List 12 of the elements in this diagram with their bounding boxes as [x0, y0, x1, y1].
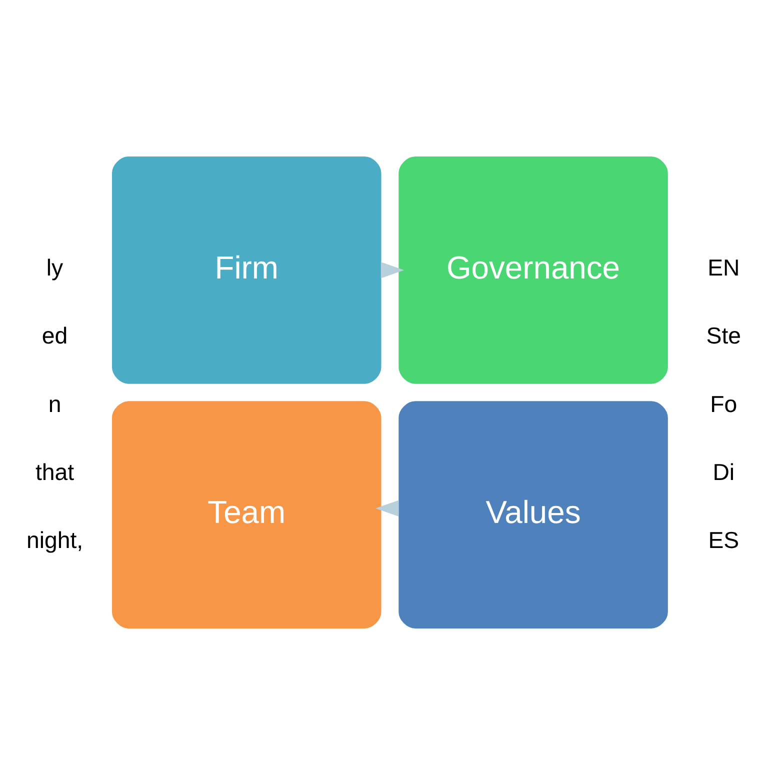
label: ed — [42, 322, 68, 348]
label: ES — [708, 526, 740, 552]
node-box: Team — [110, 399, 383, 630]
label: night, — [26, 526, 84, 552]
label: Di — [712, 458, 735, 484]
label: n — [48, 390, 62, 416]
node-box: Governance — [397, 154, 670, 385]
label: that — [35, 458, 74, 484]
label: EN — [708, 254, 740, 280]
label: ly — [46, 254, 64, 280]
label: Fo — [710, 390, 738, 416]
label: Ste — [706, 322, 742, 348]
